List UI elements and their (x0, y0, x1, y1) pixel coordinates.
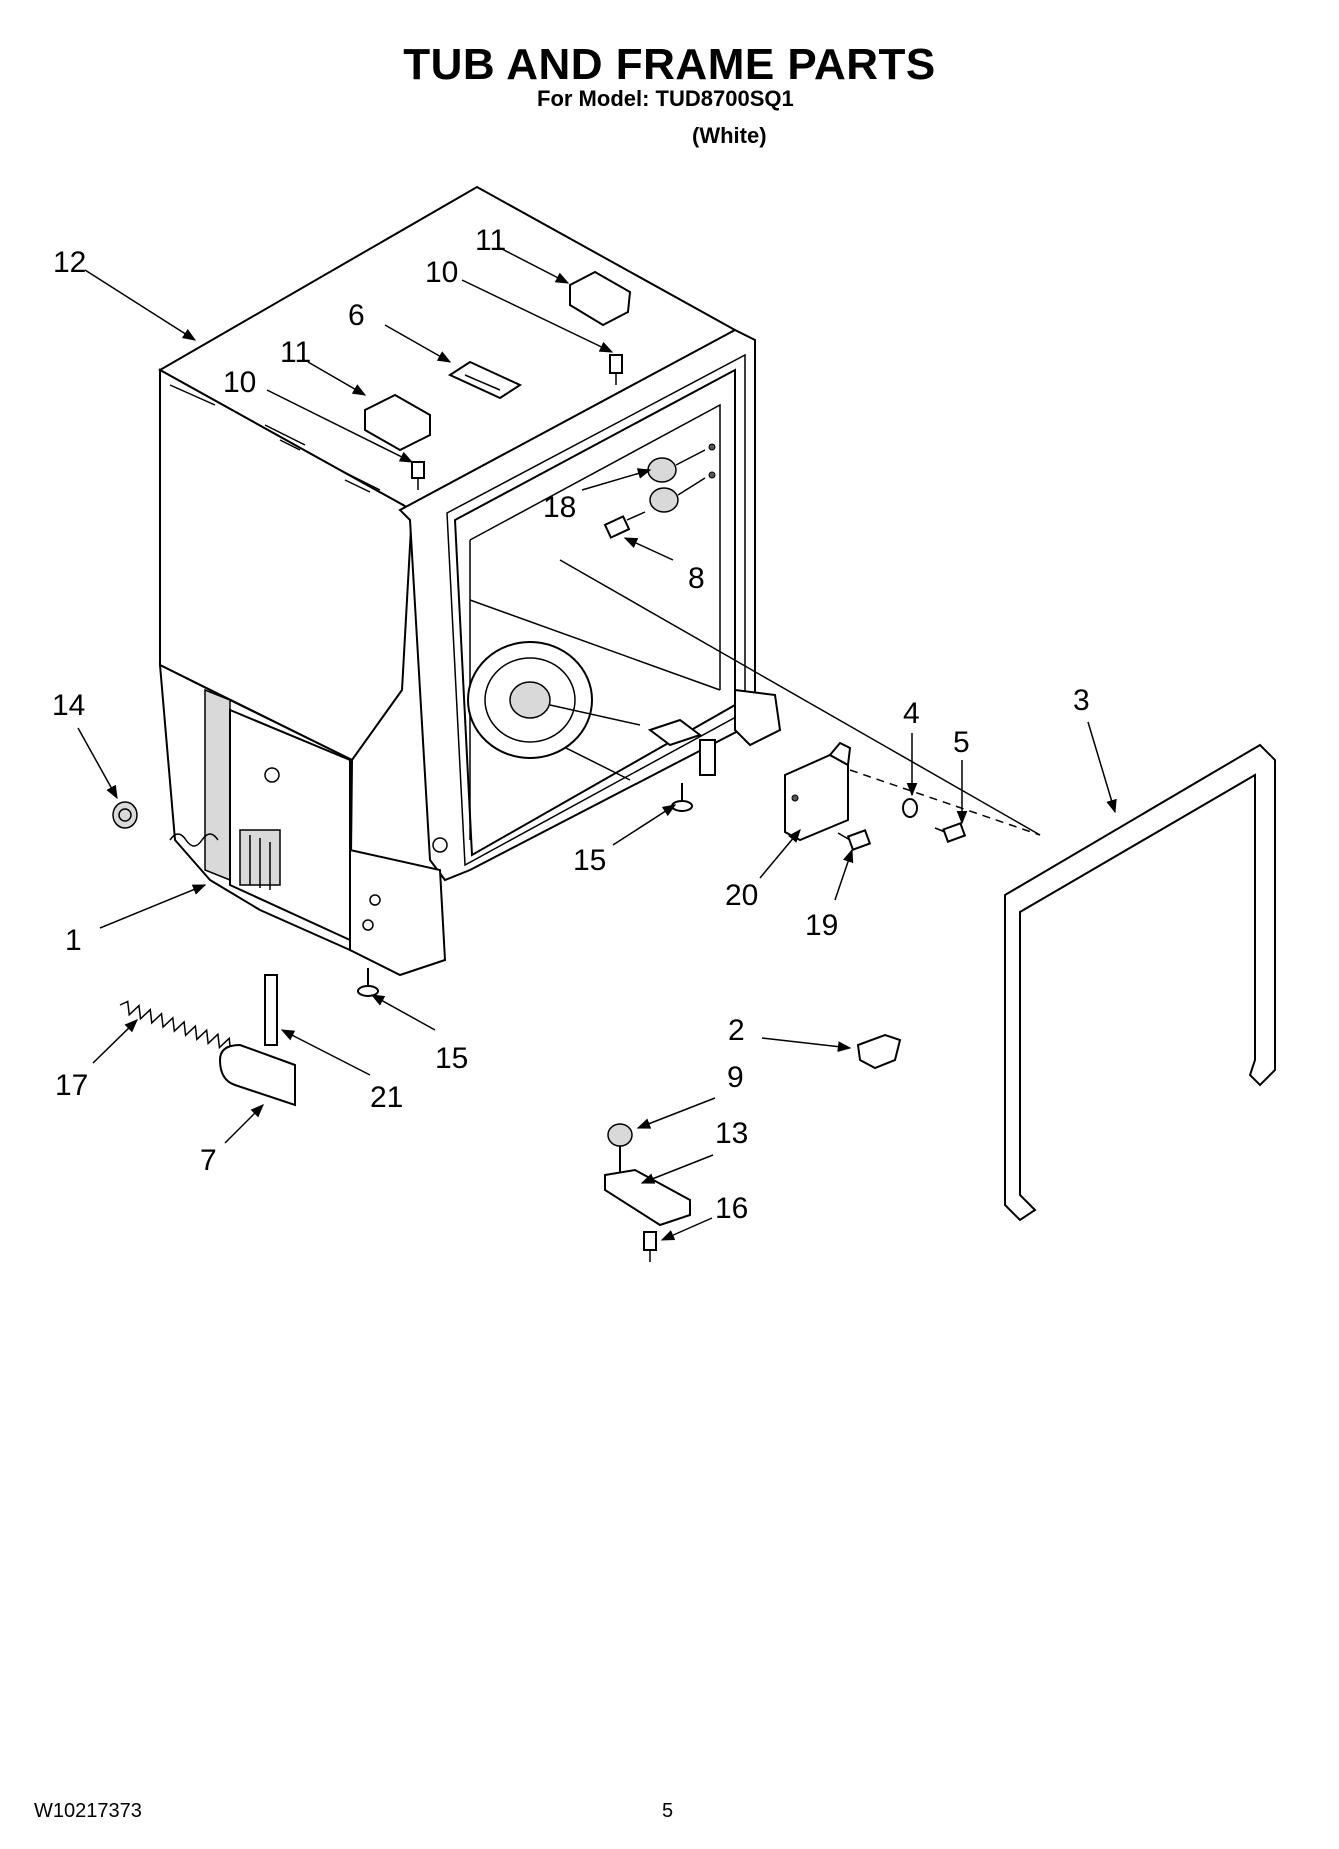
part-5-screw (934, 822, 967, 843)
part-9-switch (607, 1123, 633, 1175)
part-15-leg-a (671, 783, 693, 812)
callout-20: 20 (725, 879, 758, 912)
callout-11a: 11 (280, 336, 311, 369)
callout-17: 17 (55, 1069, 88, 1102)
callout-14: 14 (52, 689, 85, 722)
part-7-pad (218, 1043, 296, 1107)
callout-12: 12 (53, 246, 86, 279)
part-19-screw (837, 829, 872, 851)
part-18-rollers (647, 443, 716, 513)
callout-11b: 11 (475, 224, 506, 257)
callout-2: 2 (728, 1014, 745, 1047)
callout-labels: 1 2 3 4 5 6 7 8 9 10 10 11 11 12 13 14 1… (52, 224, 1090, 1225)
page-title: TUB AND FRAME PARTS (403, 40, 936, 89)
page-number: 5 (662, 1800, 674, 1822)
callout-8: 8 (688, 562, 705, 595)
part-14-grommet (112, 801, 138, 829)
part-15-leg-b (357, 968, 379, 997)
part-4-washer (902, 798, 918, 818)
color-variant: (White) (692, 123, 767, 148)
callout-13: 13 (715, 1117, 748, 1150)
callout-9: 9 (727, 1061, 744, 1094)
callout-6: 6 (348, 299, 365, 332)
callout-10b: 10 (425, 256, 458, 289)
part-10-screw-b (609, 354, 623, 385)
part-6-bracket (447, 360, 523, 400)
part-21-strip (264, 974, 278, 1046)
part-8-screw (603, 511, 646, 539)
part-17-spring (119, 1000, 232, 1052)
callout-4: 4 (903, 697, 920, 730)
part-3-gasket (1004, 743, 1276, 1222)
document-number: W10217373 (34, 1800, 142, 1822)
callout-3: 3 (1073, 684, 1090, 717)
callout-21: 21 (370, 1081, 403, 1114)
leader-lines (77, 247, 1117, 1241)
tub-assembly (157, 185, 782, 977)
callout-15a: 15 (573, 844, 606, 877)
model-line: For Model: TUD8700SQ1 (537, 86, 794, 111)
part-11-bracket-b (569, 270, 632, 327)
part-16-screw (643, 1231, 657, 1262)
callout-10a: 10 (223, 366, 256, 399)
part-11-bracket-a (364, 393, 431, 452)
part-2-clip (856, 1033, 902, 1070)
callout-16: 16 (715, 1192, 748, 1225)
part-10-screw-a (411, 461, 425, 490)
callout-15b: 15 (435, 1042, 468, 1075)
callout-18: 18 (543, 491, 576, 524)
callout-5: 5 (953, 726, 970, 759)
callout-1: 1 (65, 924, 82, 957)
part-13-bracket (604, 1168, 691, 1227)
callout-19: 19 (805, 909, 838, 942)
callout-7: 7 (200, 1144, 217, 1177)
